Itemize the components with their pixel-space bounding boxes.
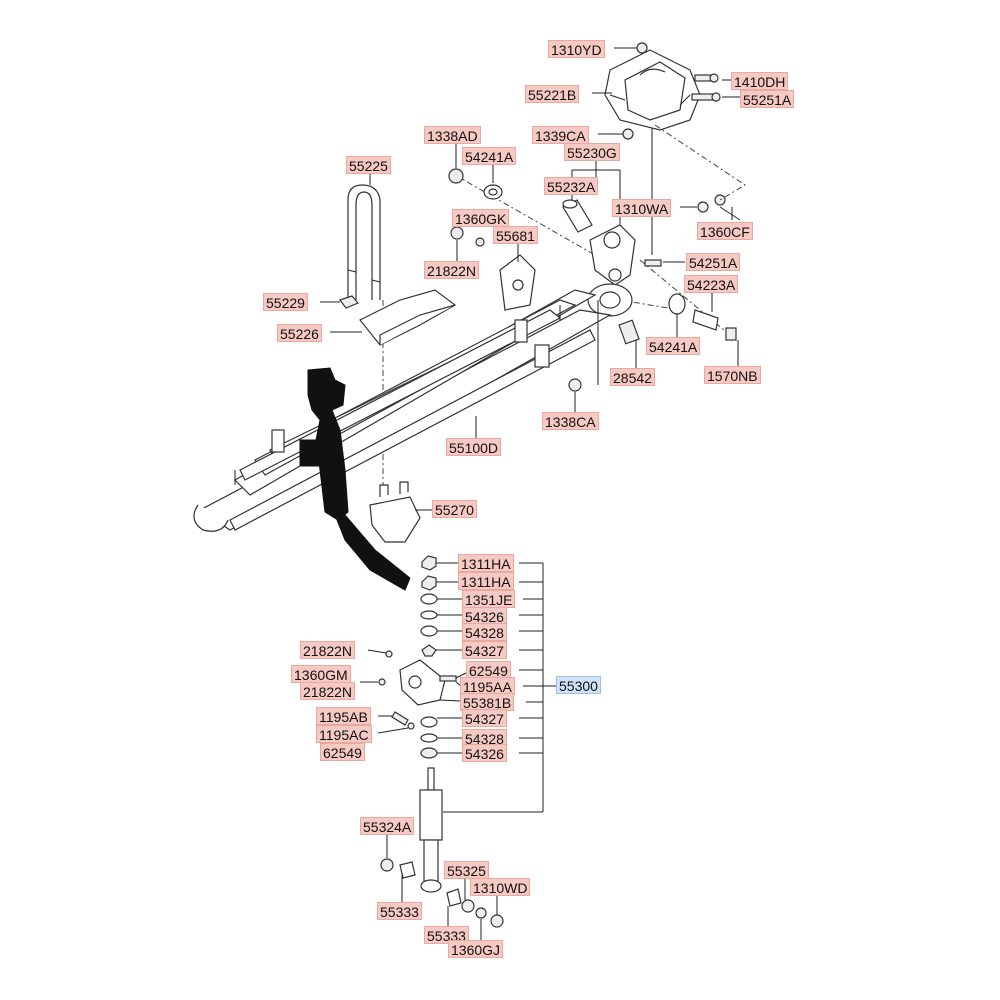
label-1310wd[interactable]: 1310WD [470,878,531,896]
spring-hanger-bracket [604,49,701,131]
label-1310wa[interactable]: 1310WA [612,199,672,217]
label-54327-bottom[interactable]: 54327 [462,709,507,727]
label-1338ad[interactable]: 1338AD [424,126,481,144]
label-1195aa[interactable]: 1195AA [460,677,515,695]
bushing-55232a-icon [562,199,593,233]
label-55270[interactable]: 55270 [432,500,477,518]
label-54326-bottom[interactable]: 54326 [462,744,507,762]
label-55232a[interactable]: 55232A [544,177,599,195]
label-54328-bottom[interactable]: 54328 [462,729,507,747]
label-1351je[interactable]: 1351JE [462,590,516,608]
label-62549-left[interactable]: 62549 [320,743,365,761]
bolt-1310yd-icon [636,42,648,54]
label-55226[interactable]: 55226 [277,324,322,342]
washer-55325-icon [461,899,475,913]
label-54241a-mid[interactable]: 54241A [646,337,701,355]
label-21822n-top[interactable]: 21822N [424,261,480,279]
label-1310yd[interactable]: 1310YD [548,40,605,58]
label-55333-right[interactable]: 55333 [424,926,469,944]
bump-stopper-55270-icon [369,481,421,543]
washer-54241a-mid-icon [668,293,686,315]
label-54251a[interactable]: 54251A [686,253,741,271]
label-1360gk[interactable]: 1360GK [452,209,510,227]
label-62549-right[interactable]: 62549 [466,661,511,679]
label-55251a[interactable]: 55251A [740,90,795,108]
bushing-54223a-icon [692,309,719,331]
nut-1338ad-icon [448,168,464,184]
label-55225[interactable]: 55225 [346,156,391,174]
label-21822n-b[interactable]: 21822N [300,682,356,700]
nut-1360cf-icon [714,194,726,206]
label-1339ca[interactable]: 1339CA [532,126,589,144]
shackle-icon [589,224,636,286]
leaf-spring-55100d-icon [193,289,612,532]
label-1360cf[interactable]: 1360CF [697,222,753,240]
nut-55229-icon [339,295,359,309]
nut-1339ca-icon [622,128,634,140]
bushing-55333-left-icon [380,858,416,879]
nut-1360gj-icon [475,907,487,919]
label-55333-left[interactable]: 55333 [377,902,422,920]
label-1338ca[interactable]: 1338CA [542,412,599,430]
label-1311ha-2[interactable]: 1311HA [458,572,514,590]
bushing-55333-right-icon [446,888,462,907]
label-54326-top[interactable]: 54326 [462,607,507,625]
label-1195ac[interactable]: 1195AC [316,725,372,743]
shock-mount-hardware-icons [420,555,438,759]
bolt-28542-icon [618,319,640,345]
bolt-55251a-icon [691,92,721,102]
bolt-54251a-icon [644,259,662,267]
washer-54241a-top-icon [483,184,503,200]
label-54328-top[interactable]: 54328 [462,623,507,641]
nut-1360gk-icon [450,226,464,240]
washer-1310wa-icon [697,201,709,213]
label-55100d[interactable]: 55100D [446,438,502,456]
frame-rail-icon [299,367,411,591]
shock-bracket-55381b-icon [378,650,457,730]
label-55230g[interactable]: 55230G [564,143,620,161]
label-1360gj[interactable]: 1360GJ [448,940,504,958]
nut-1310wd-icon [490,914,504,928]
label-54223a[interactable]: 54223A [684,275,739,293]
washer-21822n-top-icon [475,237,485,247]
label-55300-assembly[interactable]: 55300 [556,676,601,694]
shock-absorber-55324a-icon [419,767,443,893]
label-1195ab[interactable]: 1195AB [316,707,371,725]
bolt-1410dh-icon [694,73,719,83]
spring-clip-icon [271,319,550,453]
label-55229[interactable]: 55229 [263,293,308,311]
label-55221b[interactable]: 55221B [525,85,580,103]
label-54241a-top[interactable]: 54241A [462,147,517,165]
label-21822n-a[interactable]: 21822N [300,641,356,659]
eye-bushing-icon [587,283,633,317]
label-55681[interactable]: 55681 [493,226,538,244]
leader-lines [320,47,741,940]
nut-1338ca-icon [568,378,582,392]
label-1360gm[interactable]: 1360GM [291,665,351,683]
label-55325[interactable]: 55325 [444,861,489,879]
bracket-55681-icon [499,254,536,311]
u-bolt-55225-icon [347,184,381,300]
label-54327-top[interactable]: 54327 [462,641,507,659]
label-1311ha-1[interactable]: 1311HA [458,554,514,572]
label-28542[interactable]: 28542 [610,368,655,386]
label-1570nb[interactable]: 1570NB [704,366,761,384]
label-55381b[interactable]: 55381B [460,693,515,711]
fitting-1570nb-icon [725,327,737,341]
label-55324a[interactable]: 55324A [360,817,415,835]
label-1410dh[interactable]: 1410DH [731,72,789,90]
spring-seat-55226-icon [359,289,457,346]
